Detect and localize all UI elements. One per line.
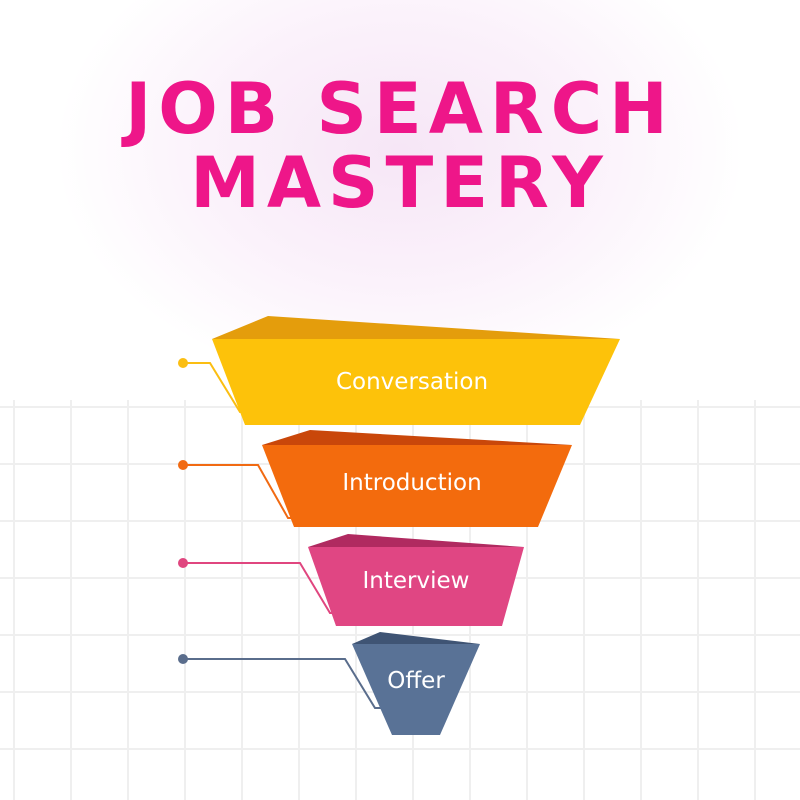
funnel-band-top (352, 632, 480, 644)
funnel-band (308, 547, 524, 626)
title-line-1: JOB SEARCH (125, 68, 675, 150)
connector-dot (178, 358, 188, 368)
connector-dot (178, 460, 188, 470)
stage-label: Offer (387, 668, 445, 694)
connector-line (183, 658, 387, 709)
title-line-2: MASTERY (190, 142, 610, 224)
funnel-stage-introduction: Introduction (178, 430, 572, 527)
funnel-band (262, 445, 572, 527)
stage-label: Interview (363, 568, 470, 594)
stage-label: Conversation (336, 369, 488, 395)
connector-dot (178, 558, 188, 568)
funnel-stage-interview: Interview (178, 534, 524, 626)
funnel-band (352, 644, 480, 735)
funnel-stage-conversation: Conversation (178, 316, 620, 425)
funnel-band (212, 339, 620, 425)
funnel-stage-offer: Offer (178, 632, 480, 735)
connector-dot (178, 654, 188, 664)
funnel-band-top (212, 316, 620, 339)
funnel-band-top (308, 534, 524, 547)
funnel-band-top (262, 430, 572, 445)
stage-label: Introduction (342, 470, 481, 496)
